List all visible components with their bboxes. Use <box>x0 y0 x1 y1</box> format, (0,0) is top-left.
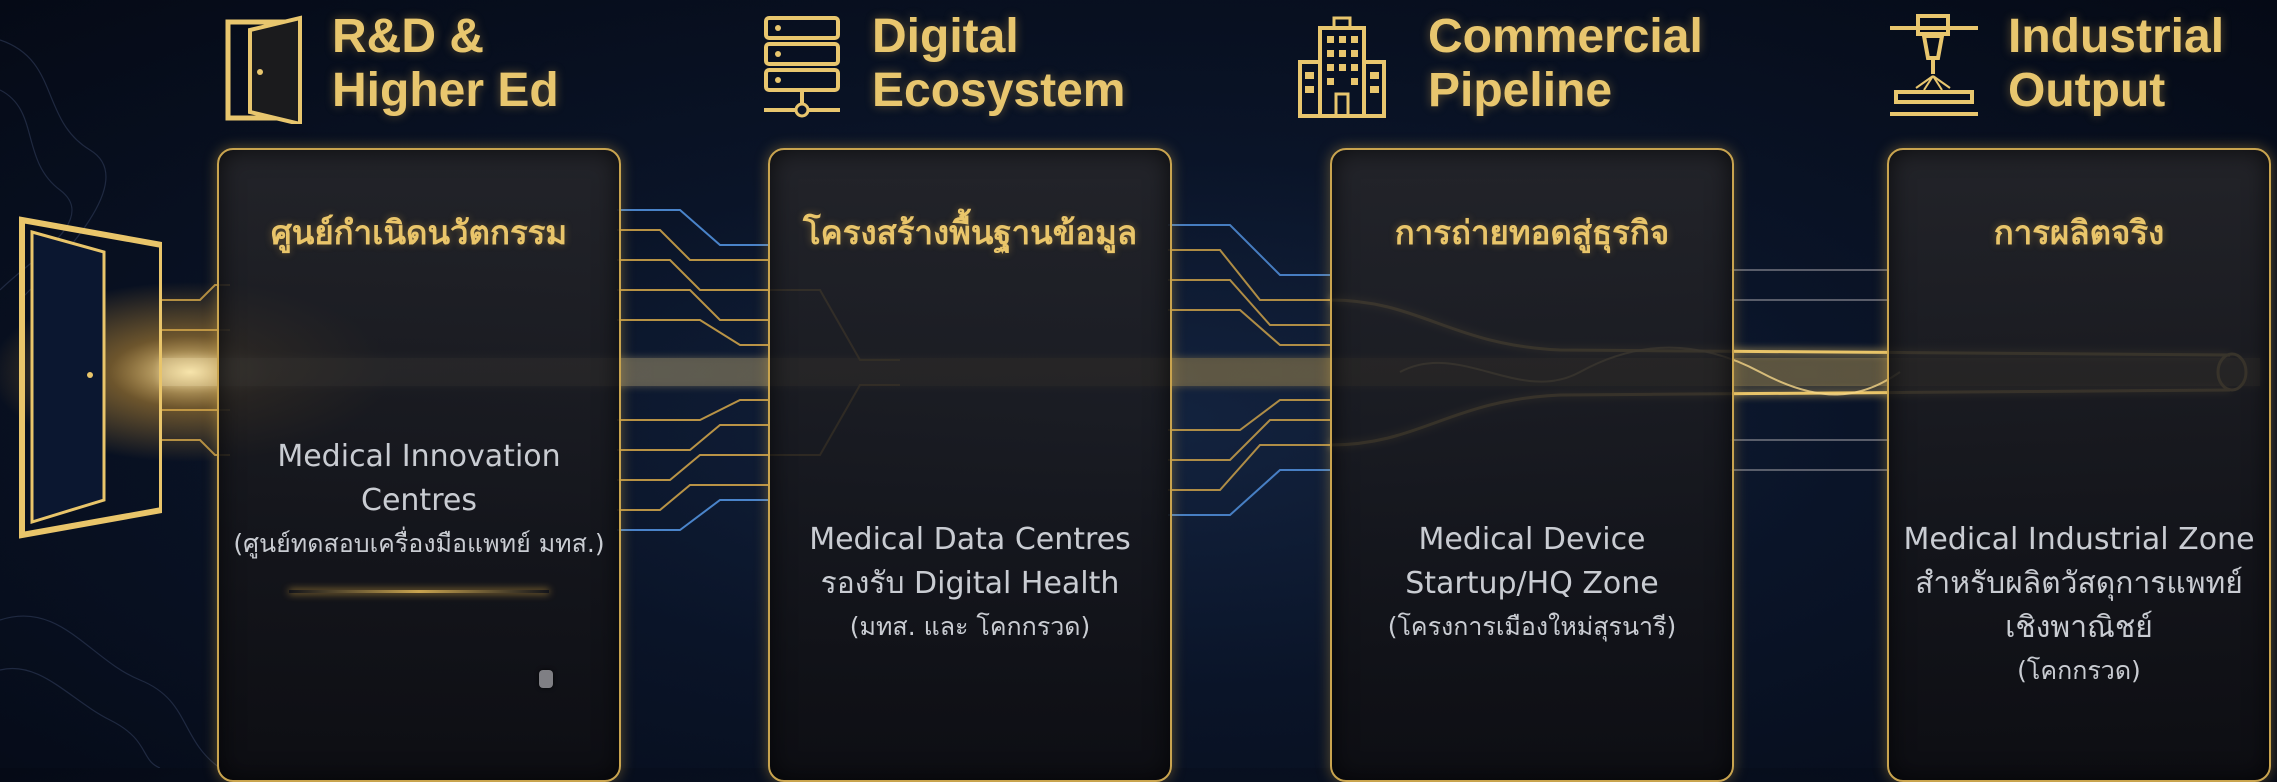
stage-title: Digital Ecosystem <box>872 10 1126 117</box>
stage-panel-digital: โครงสร้างพื้นฐานข้อมูล Medical Data Cent… <box>768 148 1172 782</box>
panel-heading-thai: การถ่ายทอดสู่ธุรกิจ <box>1394 213 1670 252</box>
door-icon <box>225 15 302 124</box>
lock-icon <box>539 670 553 688</box>
circuit-traces-3 <box>1730 269 1890 471</box>
stage-title: R&D & Higher Ed <box>332 10 559 117</box>
stage-panel-commercial: การถ่ายทอดสู่ธุรกิจ Medical Device Start… <box>1330 148 1734 782</box>
panel-heading-thai: โครงสร้างพื้นฐานข้อมูล <box>802 213 1138 252</box>
panel-description: Medical Data Centres รองรับ Digital Heal… <box>809 522 1131 641</box>
stage-header-industrial: Industrial Output <box>1890 10 2270 130</box>
panel-description: Medical Industrial Zone สำหรับผลิตวัสดุก… <box>1903 522 2255 685</box>
office-building-icon <box>1298 16 1386 118</box>
panel-glow-divider <box>289 590 549 593</box>
industrial-machine-icon <box>1890 14 1978 116</box>
panel-description: Medical Device Startup/HQ Zone (โครงการเ… <box>1387 522 1677 641</box>
open-door-icon <box>19 216 165 539</box>
stage-header-commercial: Commercial Pipeline <box>1298 10 1718 130</box>
stage-title: Commercial Pipeline <box>1428 10 1703 117</box>
circuit-traces-1 <box>617 209 770 531</box>
panel-description: Medical Innovation Centres (ศูนย์ทดสอบเค… <box>233 439 605 558</box>
stage-title: Industrial Output <box>2008 10 2225 117</box>
stage-header-rnd: R&D & Higher Ed <box>220 10 559 130</box>
panel-heading-thai: การผลิตจริง <box>1993 213 2165 252</box>
stage-panel-industrial: การผลิตจริง Medical Industrial Zone สำหร… <box>1887 148 2271 782</box>
entry-door <box>12 210 165 540</box>
stage-panel-rnd: ศูนย์กำเนิดนวัตกรรม Medical Innovation C… <box>217 148 621 782</box>
server-network-icon <box>764 16 840 118</box>
stage-header-digital: Digital Ecosystem <box>760 10 1125 130</box>
panel-heading-thai: ศูนย์กำเนิดนวัตกรรม <box>270 213 568 252</box>
